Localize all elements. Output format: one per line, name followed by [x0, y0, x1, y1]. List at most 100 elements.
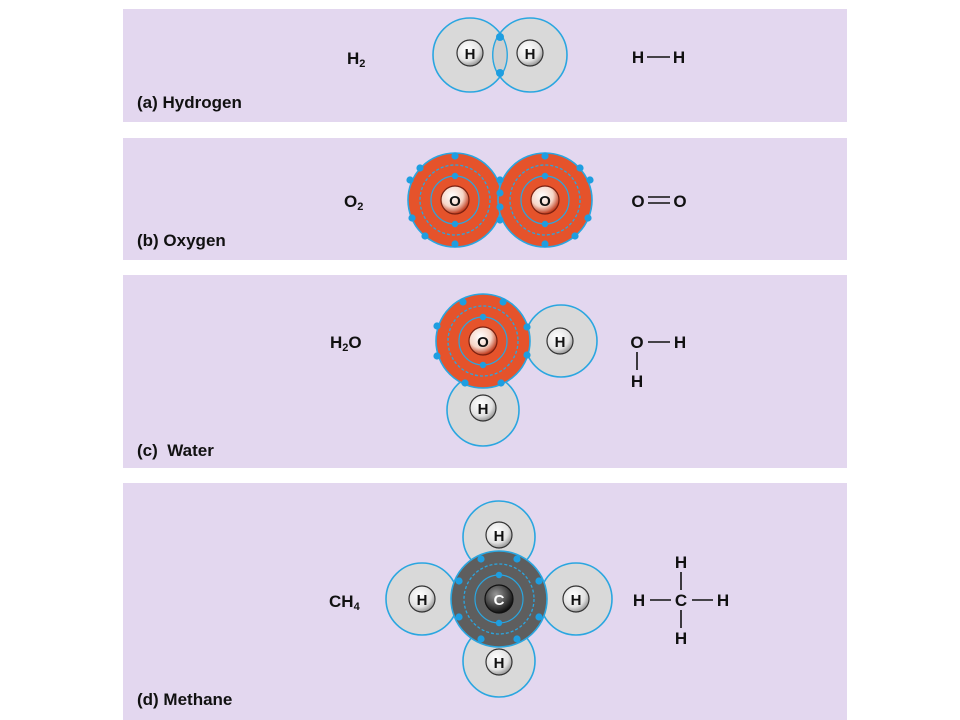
atom-symbol: H [525, 46, 536, 63]
electron [523, 323, 531, 331]
atom-symbol: H [478, 401, 489, 418]
formula-hydrogen-main: H [347, 49, 360, 68]
electron [586, 176, 594, 184]
electron [433, 352, 441, 360]
electron [477, 635, 485, 643]
structural-atom: H [675, 629, 687, 648]
outer-orbit [447, 305, 519, 377]
nucleus-h [485, 521, 513, 549]
electron [416, 164, 424, 172]
electron [496, 33, 504, 41]
electron [451, 240, 459, 248]
electron [496, 203, 504, 211]
electron [451, 172, 459, 180]
electron [541, 172, 549, 180]
structural-atom: H [717, 591, 729, 610]
oxygen-molecule-model: O O [406, 152, 594, 248]
electron [584, 214, 592, 222]
nucleus-h [485, 648, 513, 676]
methane-molecule-model: C H H H H [385, 500, 613, 698]
nucleus-o [440, 185, 470, 215]
electron [535, 613, 543, 621]
formula-water-sub: 2 [342, 342, 349, 354]
formula-methane-sub: 4 [353, 601, 360, 613]
electron [496, 69, 504, 77]
electron [576, 164, 584, 172]
formula-water-main: H [330, 333, 343, 352]
atom-symbol: O [539, 193, 551, 210]
outer-orbit [463, 563, 535, 635]
water-molecule-model: O H H [433, 293, 598, 447]
electron [513, 635, 521, 643]
electron [408, 214, 416, 222]
water-structural-formula: O H H [630, 333, 686, 391]
electron [513, 555, 521, 563]
electron [496, 189, 504, 197]
electron [496, 176, 504, 184]
electron [459, 298, 467, 306]
electron [479, 361, 487, 369]
nucleus-c [484, 584, 514, 614]
atom-symbol: H [555, 334, 566, 351]
nucleus-h [469, 394, 497, 422]
structural-atom: O [630, 333, 643, 352]
atom-symbol: O [449, 193, 461, 210]
nucleus-o [468, 326, 498, 356]
nucleus-h [562, 585, 590, 613]
atom-symbol: H [494, 528, 505, 545]
atom-symbol: H [494, 655, 505, 672]
panel-label-oxygen: (b) Oxygen [137, 231, 226, 250]
structural-atom: H [674, 333, 686, 352]
electron [495, 619, 503, 627]
electron [451, 152, 459, 160]
atom-symbol: H [465, 46, 476, 63]
formula-water-tail: O [348, 333, 362, 352]
electron [499, 298, 507, 306]
structural-atom: H [631, 372, 643, 391]
panel-label-methane: (d) Methane [137, 690, 233, 709]
formula-oxygen-sub: 2 [357, 201, 364, 213]
atom-symbol: C [494, 592, 505, 609]
electron [421, 232, 429, 240]
electron [461, 379, 469, 387]
nucleus-h [408, 585, 436, 613]
formula-hydrogen-sub: 2 [359, 58, 366, 70]
electron [535, 577, 543, 585]
nucleus-h [546, 327, 574, 355]
electron [477, 555, 485, 563]
panel-label-water: (c) Water [137, 441, 214, 460]
formula-methane: CH4 [329, 592, 360, 613]
hydrogen-molecule-model: H H [432, 17, 568, 93]
electron [406, 176, 414, 184]
formula-hydrogen: H2 [347, 49, 365, 70]
methane-structural-formula: H H C H H [633, 553, 729, 648]
formula-oxygen: O2 [344, 192, 363, 213]
electron [433, 322, 441, 330]
electron [541, 220, 549, 228]
electron [497, 379, 505, 387]
structural-atom: H [633, 591, 645, 610]
outer-orbit [419, 164, 491, 236]
electron [479, 313, 487, 321]
electron [496, 216, 504, 224]
oxygen-structural-formula: O O [631, 192, 686, 211]
electron [571, 232, 579, 240]
atom-symbol: H [417, 592, 428, 609]
structural-atom: H [675, 553, 687, 572]
electron [455, 577, 463, 585]
formula-oxygen-main: O [344, 192, 358, 211]
electron [455, 613, 463, 621]
panel-label-hydrogen: (a) Hydrogen [137, 93, 242, 112]
hydrogen-structural-formula: H H [632, 48, 685, 67]
nucleus-h [456, 39, 484, 67]
outer-orbit [509, 164, 581, 236]
electron [451, 220, 459, 228]
structural-atom: H [632, 48, 644, 67]
electron [541, 240, 549, 248]
electron [541, 152, 549, 160]
atom-symbol: O [477, 334, 489, 351]
atom-symbol: H [571, 592, 582, 609]
structural-atom: H [673, 48, 685, 67]
formula-water: H2O [330, 333, 362, 354]
